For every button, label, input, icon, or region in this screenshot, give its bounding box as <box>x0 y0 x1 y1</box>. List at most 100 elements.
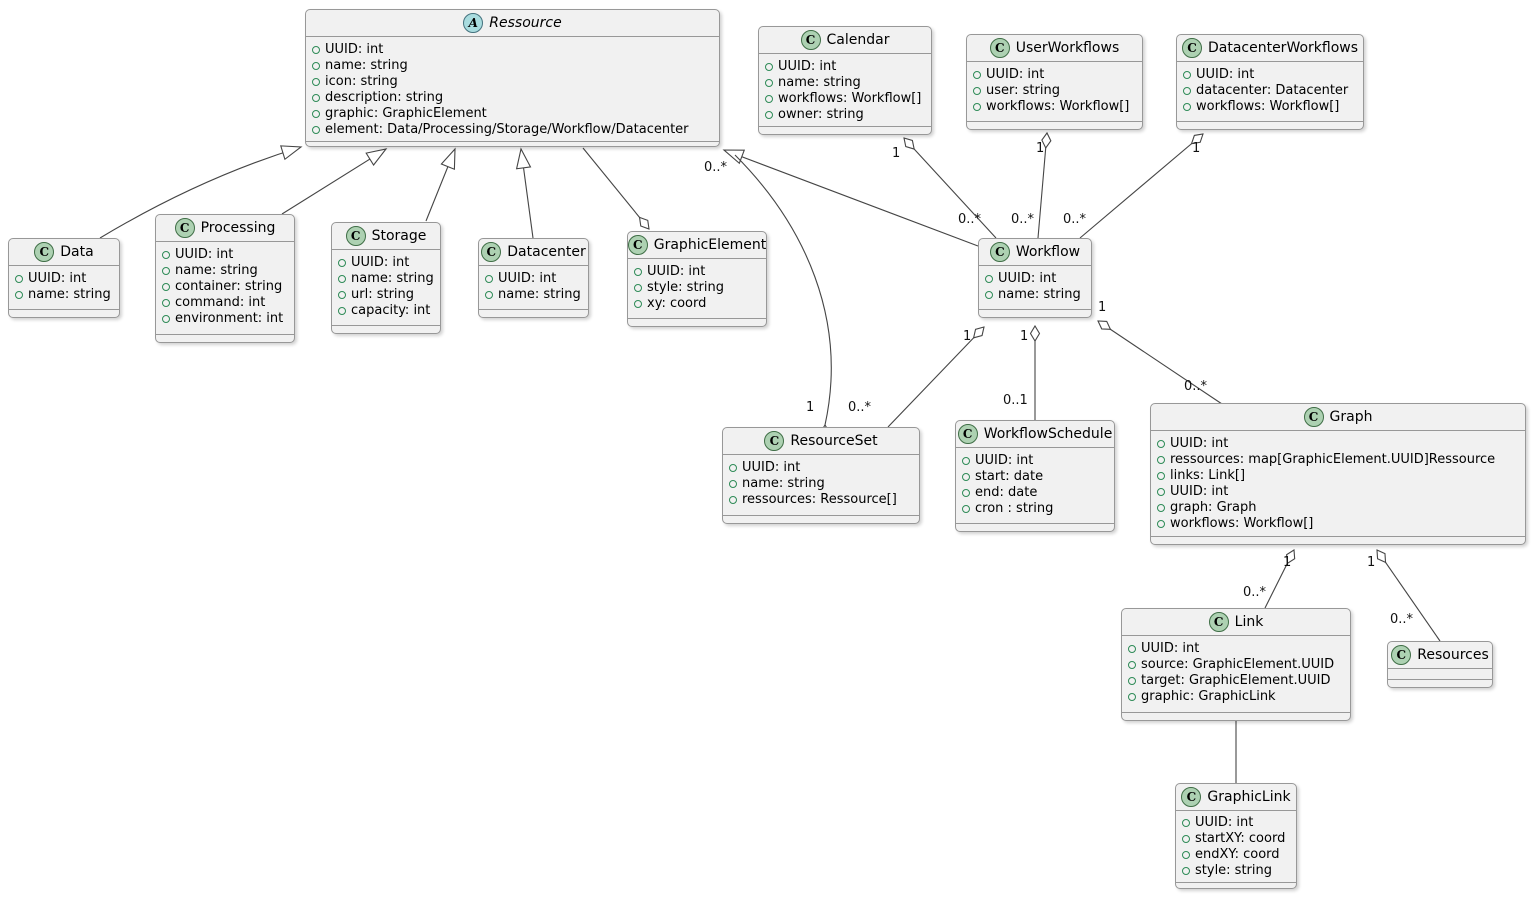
edge-data-ressource-inheritance <box>99 145 303 239</box>
attribute: UUID: int <box>778 59 837 74</box>
methods-compartment <box>967 121 1142 129</box>
attribute: user: string <box>986 83 1060 98</box>
attribute: graphic: GraphicElement <box>325 106 487 121</box>
attribute: owner: string <box>778 107 864 122</box>
attribute: UUID: int <box>325 42 384 57</box>
field-icon <box>15 275 23 283</box>
field-icon <box>338 307 346 315</box>
class-workflowschedule: C WorkflowSchedule UUID: int start: date… <box>955 420 1115 532</box>
field-icon <box>1128 693 1136 701</box>
class-name: ResourceSet <box>790 433 878 449</box>
field-icon <box>634 268 642 276</box>
field-icon <box>1157 520 1165 528</box>
attribute: name: string <box>351 271 434 286</box>
attribute: icon: string <box>325 74 398 89</box>
class-storage-title: C Storage <box>332 223 440 250</box>
methods-compartment <box>628 318 766 326</box>
edge-datacenterworkflows-workflow-aggregation <box>1079 134 1203 239</box>
methods-compartment <box>1151 536 1525 544</box>
multiplicity-workflow-end: 1 <box>963 329 972 344</box>
attributes: UUID: int name: string <box>979 266 1091 309</box>
attribute: workflows: Workflow[] <box>986 99 1130 114</box>
attribute: UUID: int <box>1195 815 1254 830</box>
attribute: datacenter: Datacenter <box>1196 83 1349 98</box>
attribute: workflows: Workflow[] <box>1170 516 1314 531</box>
attribute: cron : string <box>975 501 1054 516</box>
edge-workflow-graph-aggregation <box>1098 321 1223 405</box>
attribute: source: GraphicElement.UUID <box>1141 657 1335 672</box>
class-resources: C Resources <box>1387 641 1493 688</box>
abstract-class-icon: A <box>463 13 484 33</box>
methods-compartment <box>956 523 1114 531</box>
class-datacenter: C Datacenter UUID: int name: string <box>478 238 589 318</box>
attributes: UUID: int name: string <box>479 266 588 309</box>
field-icon <box>962 505 970 513</box>
methods-compartment <box>1388 679 1492 687</box>
attributes: UUID: int startXY: coord endXY: coord st… <box>1176 811 1296 882</box>
methods-compartment <box>1122 712 1350 720</box>
multiplicity-workflow-end: 1 <box>1098 300 1107 315</box>
class-name: WorkflowSchedule <box>983 426 1113 442</box>
attribute: ressources: Ressource[] <box>742 492 897 507</box>
class-icon: C <box>1181 38 1202 58</box>
class-workflowschedule-title: C WorkflowSchedule <box>956 421 1114 448</box>
field-icon <box>765 95 773 103</box>
attribute: style: string <box>647 280 725 295</box>
class-graph: C Graph UUID: int ressources: map[Graphi… <box>1150 403 1526 545</box>
field-icon <box>1128 677 1136 685</box>
field-icon <box>1157 440 1165 448</box>
field-icon <box>338 259 346 267</box>
field-icon <box>1157 488 1165 496</box>
class-graphicelement: C GraphicElement UUID: int style: string… <box>627 231 767 327</box>
class-graphicelement-title: C GraphicElement <box>627 232 766 259</box>
field-icon <box>1183 87 1191 95</box>
class-name: Processing <box>200 220 276 236</box>
class-datacenterworkflows-title: C DatacenterWorkflows <box>1177 35 1363 62</box>
methods-compartment <box>1177 121 1363 129</box>
class-name: Storage <box>371 228 427 244</box>
field-icon <box>312 94 320 102</box>
class-ressource: A Ressource UUID: int name: string icon:… <box>305 9 720 147</box>
field-icon <box>634 284 642 292</box>
attributes: UUID: int datacenter: Datacenter workflo… <box>1177 62 1363 121</box>
attribute: UUID: int <box>998 271 1057 286</box>
class-name: DatacenterWorkflows <box>1207 40 1359 56</box>
attribute: url: string <box>351 287 415 302</box>
class-data: C Data UUID: int name: string <box>8 238 120 318</box>
multiplicity-workflowschedule-end: 0..1 <box>1003 393 1028 408</box>
attributes: UUID: int name: string url: string capac… <box>332 250 440 325</box>
attributes: UUID: int name: string container: string… <box>156 242 294 334</box>
class-name: Workflow <box>1015 244 1081 260</box>
edge-graph-resources-aggregation <box>1377 550 1441 642</box>
attribute: container: string <box>175 279 283 294</box>
field-icon <box>634 300 642 308</box>
attribute: start: date <box>975 469 1044 484</box>
attributes: UUID: int source: GraphicElement.UUID ta… <box>1122 636 1350 712</box>
attribute: name: string <box>325 58 408 73</box>
field-icon <box>973 71 981 79</box>
field-icon <box>985 275 993 283</box>
attribute: endXY: coord <box>1195 847 1280 862</box>
edge-datacenter-ressource-inheritance <box>515 147 534 239</box>
attribute: ressources: map[GraphicElement.UUID]Ress… <box>1170 452 1496 467</box>
attributes: UUID: int style: string xy: coord <box>628 259 766 318</box>
class-data-title: C Data <box>9 239 119 266</box>
edge-processing-ressource-inheritance <box>281 148 388 215</box>
methods-compartment <box>332 325 440 333</box>
attribute: environment: int <box>175 311 284 326</box>
attribute: startXY: coord <box>1195 831 1286 846</box>
multiplicity-graph-end: 1 <box>1367 555 1376 570</box>
field-icon <box>162 267 170 275</box>
attribute: style: string <box>1195 863 1273 878</box>
attribute: UUID: int <box>1196 67 1255 82</box>
multiplicity-link-end: 0..* <box>1243 585 1267 600</box>
class-name: Datacenter <box>507 244 586 260</box>
class-processing: C Processing UUID: int name: string cont… <box>155 214 295 343</box>
attribute: name: string <box>778 75 861 90</box>
attribute: UUID: int <box>1141 641 1200 656</box>
class-icon: C <box>800 30 821 50</box>
class-resources-title: C Resources <box>1388 642 1492 669</box>
class-datacenter-title: C Datacenter <box>479 239 588 266</box>
attribute: links: Link[] <box>1170 468 1246 483</box>
